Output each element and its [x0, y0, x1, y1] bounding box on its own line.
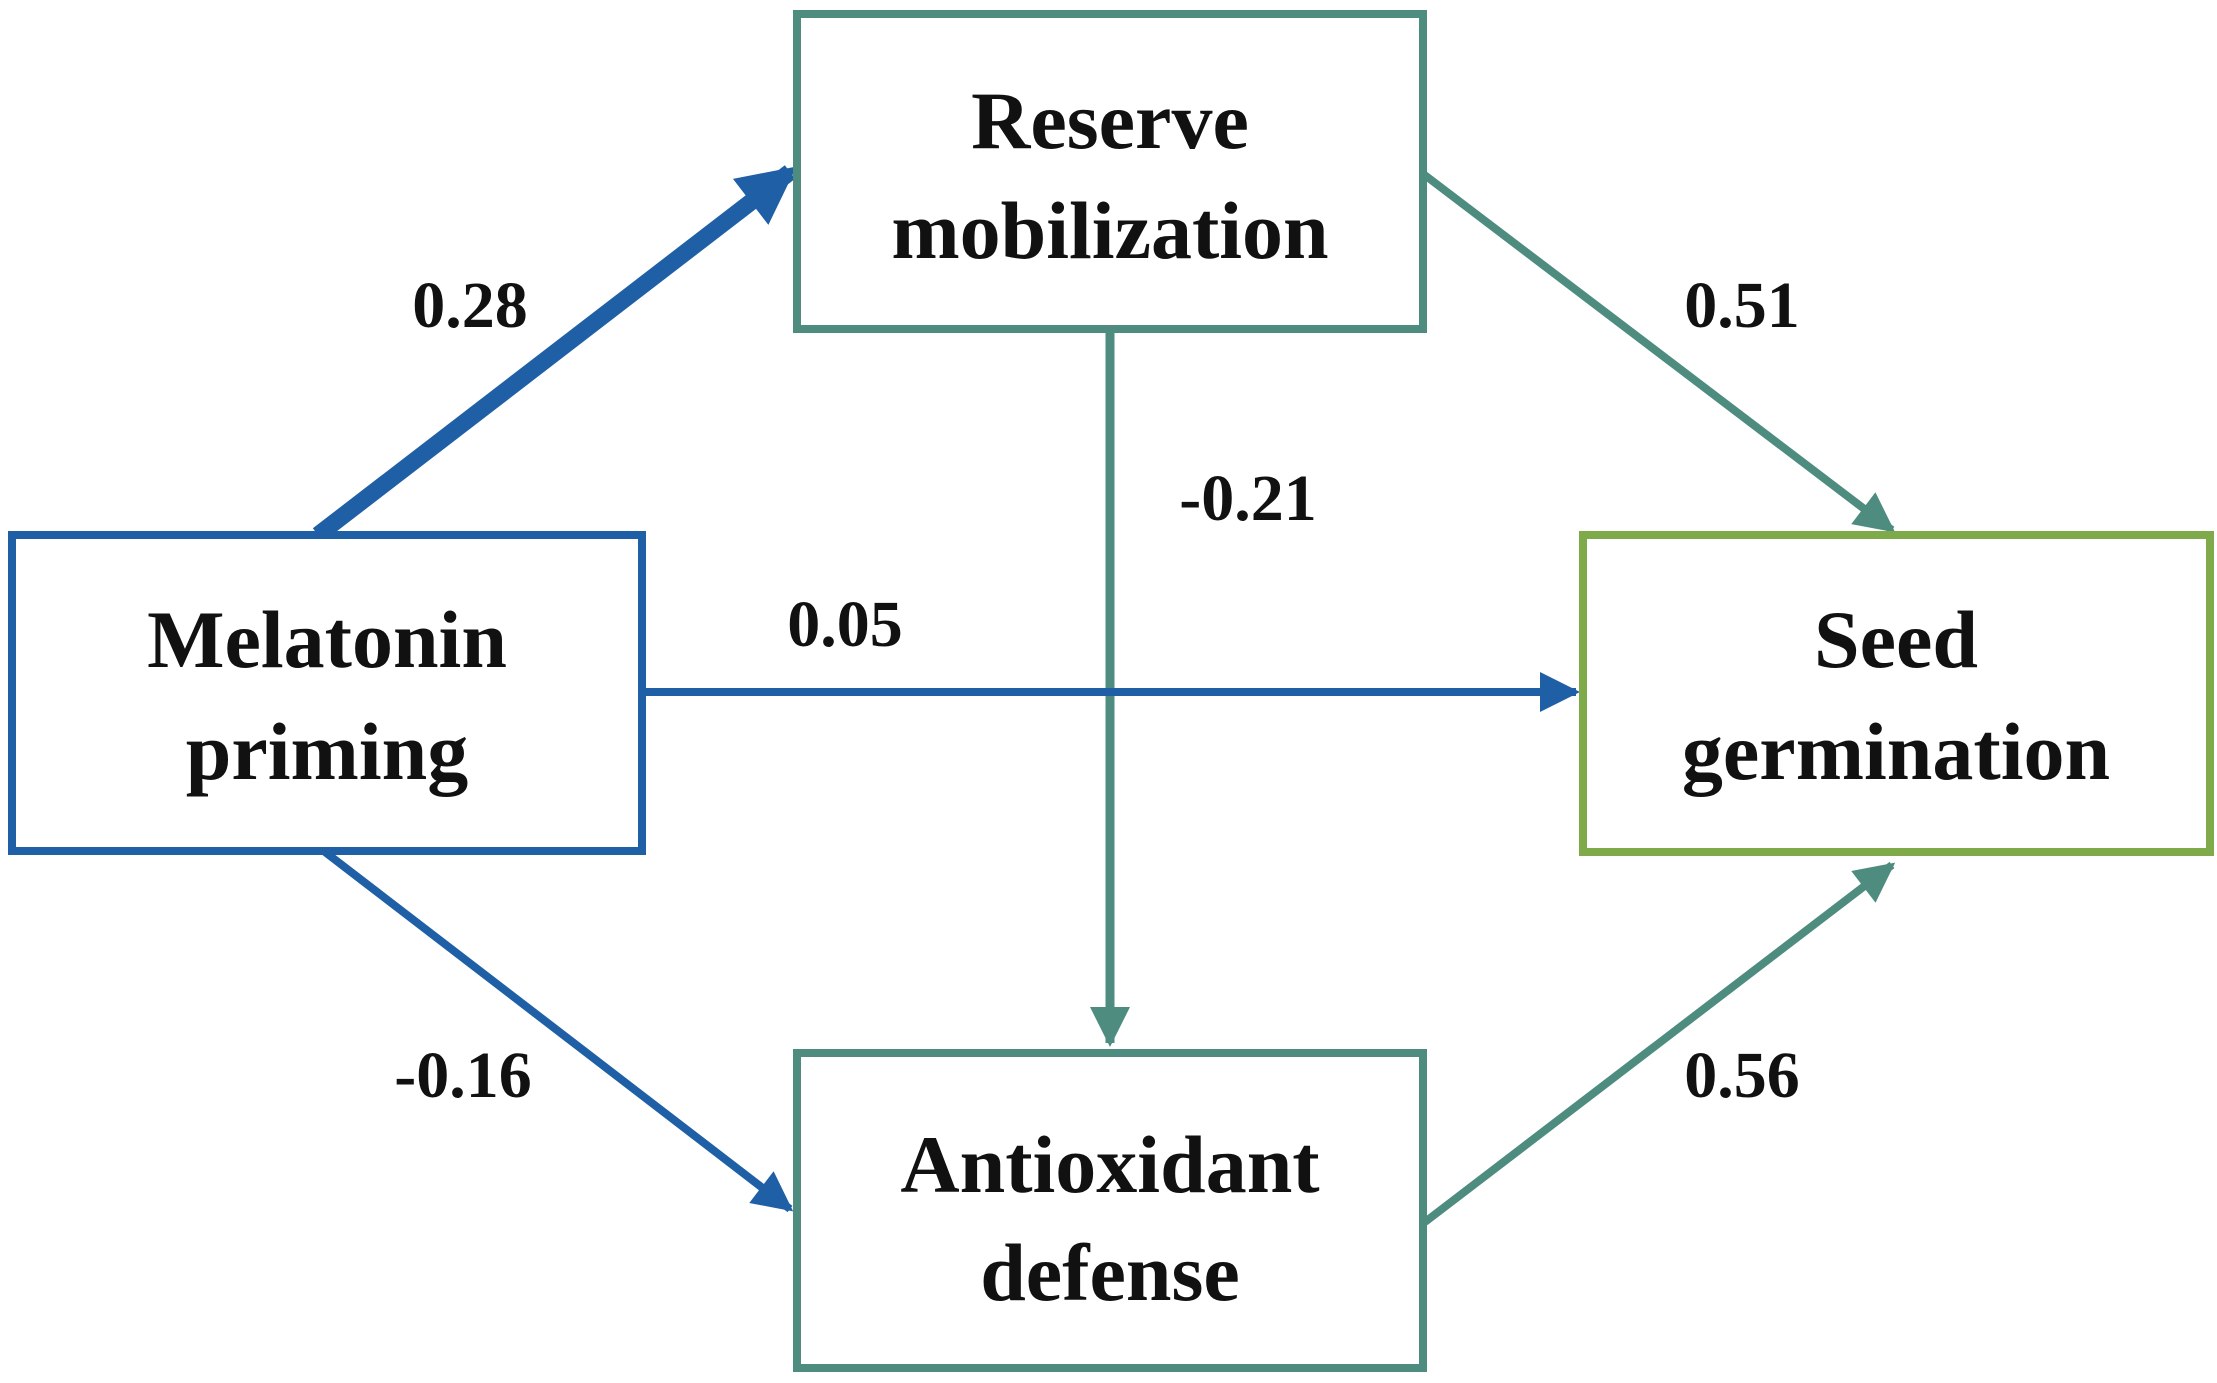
- reserve-label-line1: Reserve: [971, 75, 1249, 166]
- box-melatonin-priming: [8, 531, 646, 855]
- melatonin-label-line2: priming: [186, 706, 468, 797]
- arrow-reserve-to-seed: [1419, 169, 1896, 534]
- seed-label-line2: germination: [1682, 706, 2110, 797]
- coef-melatonin-to-seed: 0.05: [787, 588, 903, 661]
- box-reserve-mobilization: [793, 10, 1427, 333]
- coef-reserve-to-seed: 0.51: [1684, 269, 1800, 342]
- seed-label-line1: Seed: [1814, 594, 1978, 685]
- coef-reserve-to-antioxidant: -0.21: [1179, 462, 1316, 535]
- antioxidant-label-line1: Antioxidant: [900, 1119, 1319, 1210]
- arrow-antioxidant-to-seed: [1422, 861, 1896, 1226]
- coef-melatonin-to-antioxidant: -0.16: [394, 1039, 531, 1112]
- antioxidant-label-line2: defense: [980, 1227, 1240, 1318]
- box-antioxidant-defense: [793, 1049, 1427, 1372]
- coef-antioxidant-to-seed: 0.56: [1684, 1039, 1800, 1112]
- arrow-melatonin-to-reserve: [312, 165, 796, 542]
- melatonin-label-line1: Melatonin: [147, 594, 507, 685]
- arrow-melatonin-to-antioxidant: [322, 848, 794, 1213]
- coef-melatonin-to-reserve: 0.28: [412, 269, 528, 342]
- box-seed-germination: [1579, 531, 2214, 856]
- reserve-label-line2: mobilization: [891, 185, 1328, 276]
- arrow-melatonin-to-reserve-head: [732, 166, 797, 225]
